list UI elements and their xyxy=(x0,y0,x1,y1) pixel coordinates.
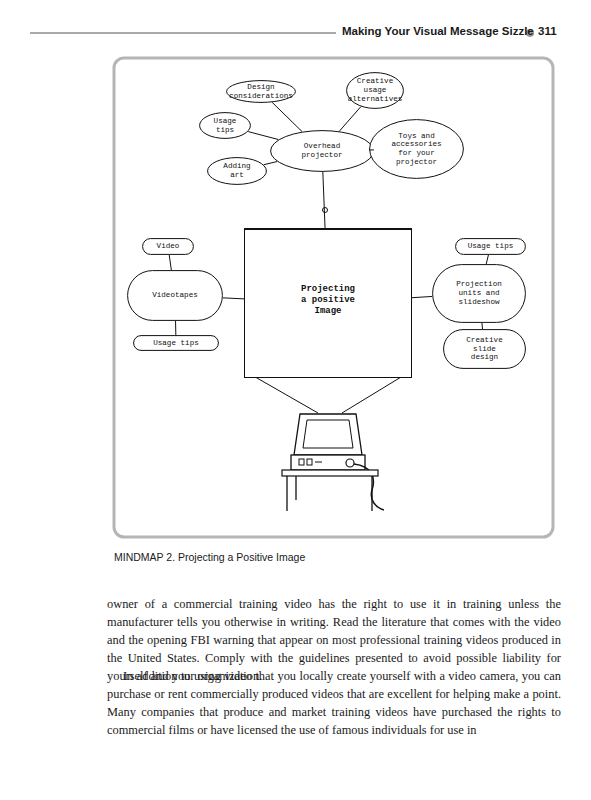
mindmap-branch xyxy=(481,323,483,329)
figure-frame xyxy=(114,58,553,537)
mindmap-branch xyxy=(369,149,374,150)
bubble-shape xyxy=(347,73,404,109)
node-label: Overhead projector xyxy=(286,142,359,159)
node-label: Creative slide design xyxy=(464,336,506,362)
node-label: Design considerations xyxy=(227,83,296,100)
bubble-shape xyxy=(128,271,223,321)
topic-bubble: Usage tips xyxy=(199,112,251,139)
topic-bubble: Video xyxy=(142,238,194,255)
projector-base xyxy=(291,455,365,470)
topic-bubble: Design considerations xyxy=(226,80,296,103)
topic-bubble: Usage tips xyxy=(455,238,526,255)
table-leg xyxy=(286,476,287,511)
header-rule xyxy=(30,33,336,34)
node-label: Creative usage alternatives xyxy=(347,77,404,103)
mindmap-branch xyxy=(323,172,325,228)
screen-hook xyxy=(323,208,328,213)
bubble-shape xyxy=(433,265,526,323)
node-label: Video xyxy=(145,242,192,251)
node-label: Usage tips xyxy=(459,242,523,251)
bubble-shape xyxy=(208,158,267,185)
mindmap-branch xyxy=(175,321,176,335)
running-header: Making Your Visual Message Sizzle xyxy=(342,25,532,37)
bubble-shape xyxy=(134,336,219,351)
projector-switch xyxy=(315,462,322,463)
projector-button xyxy=(307,459,312,465)
bubble-shape xyxy=(143,239,194,255)
node-label: Adding art xyxy=(221,162,254,179)
topic-bubble: Usage tips xyxy=(133,335,219,351)
branch-bubble: Videotapes xyxy=(127,270,223,321)
topic-bubble: Creative usage alternatives xyxy=(346,72,404,109)
bubble-shape xyxy=(370,120,464,179)
body-paragraph: In addition to using video that you loca… xyxy=(107,667,561,739)
topic-bubble: Adding art xyxy=(207,157,267,185)
mindmap-branch xyxy=(248,132,278,140)
table-leg xyxy=(371,476,372,511)
node-label: Usage tips xyxy=(210,117,241,134)
mindmap-branch xyxy=(339,107,361,132)
mindmap-branch xyxy=(169,255,171,270)
node-label: Usage tips xyxy=(138,339,215,348)
bubble-shape xyxy=(271,131,374,172)
mindmap-branch xyxy=(412,296,432,297)
topic-bubble: Toys and accessories for your projector xyxy=(369,119,464,179)
projector-knob xyxy=(346,459,354,467)
mindmap-branch xyxy=(223,298,244,299)
bubble-shape xyxy=(227,81,296,103)
node-label: Projecting a positive Image xyxy=(296,284,360,316)
figure-caption: MINDMAP 2. Projecting a Positive Image xyxy=(114,551,305,563)
table-top xyxy=(282,470,378,476)
table-leg xyxy=(295,476,296,500)
bubble-shape xyxy=(456,239,526,255)
bubble-shape xyxy=(444,330,526,369)
projector-head xyxy=(294,414,362,455)
mindmap-branch xyxy=(272,102,302,131)
light-beam xyxy=(342,374,406,413)
node-label: Videotapes xyxy=(132,291,218,300)
node-label: Projection units and slideshow xyxy=(450,280,508,306)
branch-bubble: Overhead projector xyxy=(270,130,374,172)
branch-bubble: Projection units and slideshow xyxy=(432,264,526,323)
topic-bubble: Creative slide design xyxy=(443,329,526,369)
projection-screen: Projecting a positive Image xyxy=(244,228,412,378)
bubble-shape xyxy=(200,113,251,139)
mindmap-branch xyxy=(486,255,488,264)
page-number: 311 xyxy=(538,25,568,37)
node-label: Toys and accessories for your projector xyxy=(386,132,448,167)
projector-lens-panel xyxy=(303,420,353,448)
light-beam xyxy=(250,374,318,413)
mindmap-branch xyxy=(264,162,277,165)
projector-button xyxy=(299,459,304,465)
